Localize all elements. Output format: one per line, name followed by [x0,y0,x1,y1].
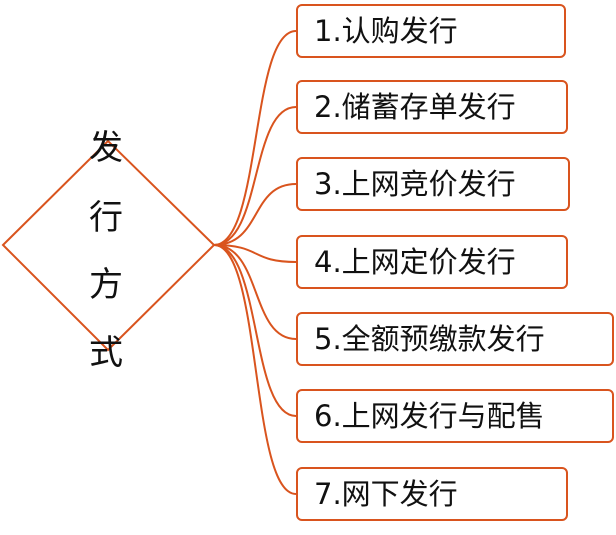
connector-line-5 [213,244,297,340]
issue-method-box-5: 5.全额预缴款发行 [296,312,614,366]
issue-method-box-3: 3.上网竞价发行 [296,157,570,211]
connector-line-6 [213,244,297,417]
issue-method-box-1: 1.认购发行 [296,4,566,58]
root-label-char-2: 行 [89,198,123,238]
connector-line-7 [213,244,297,495]
root-label-char-1: 发 [89,128,123,168]
root-diamond-shape [1,139,216,352]
connector-line-3 [213,183,297,246]
issue-method-box-2: 2.储蓄存单发行 [296,80,568,134]
connector-line-1 [213,30,297,246]
issue-method-box-7: 7.网下发行 [296,467,568,521]
issue-method-box-6: 6.上网发行与配售 [296,389,614,443]
connector-line-4 [213,244,297,263]
root-label-char-4: 式 [89,333,123,373]
issue-method-box-4: 4.上网定价发行 [296,235,568,289]
root-label-char-3: 方 [89,265,123,305]
connector-line-2 [213,106,297,246]
